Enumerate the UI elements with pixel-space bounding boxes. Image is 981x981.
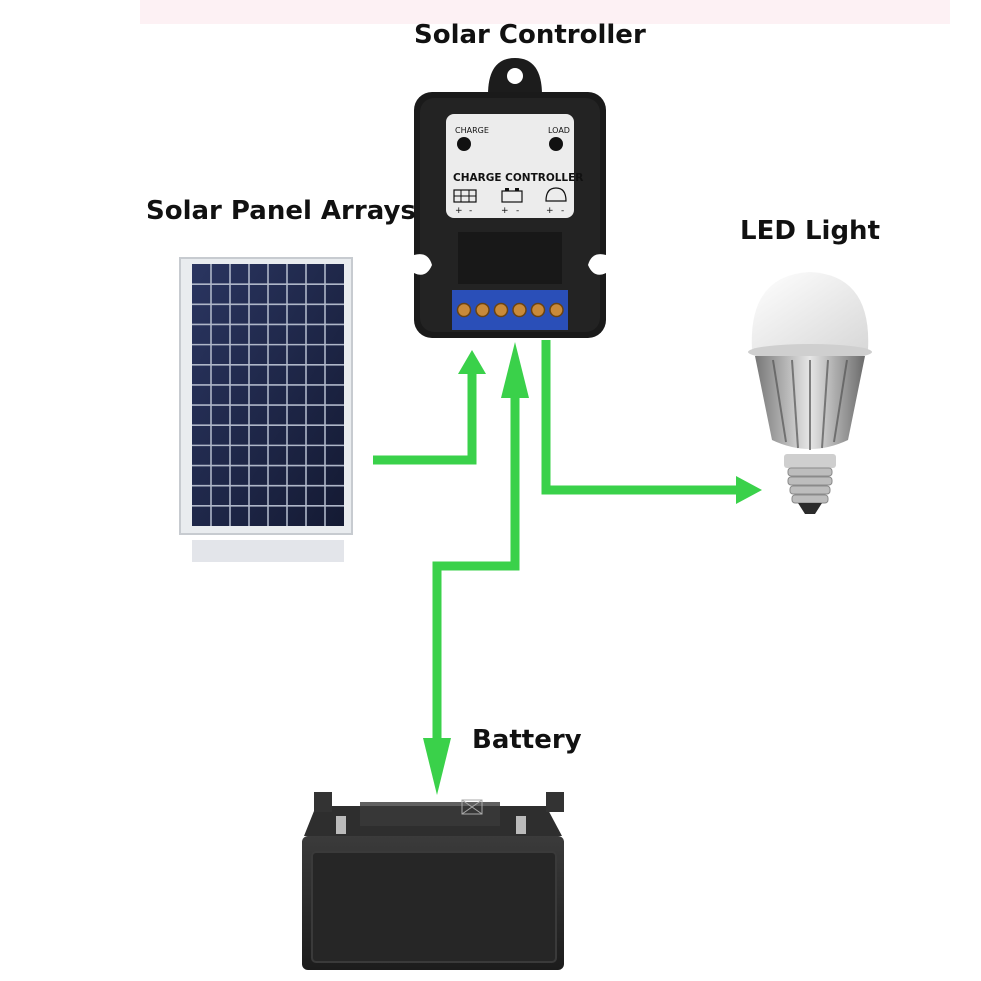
charge-controller-icon: CHARGE LOAD CHARGE CONTROLLER + - + - + … [414, 58, 606, 338]
solar-controller-label: Solar Controller [414, 20, 646, 50]
controller-to-led-line [541, 340, 740, 495]
load-led-label: LOAD [548, 126, 570, 135]
arrow-up-battery-icon [501, 342, 529, 398]
arrow-down-battery-icon [423, 738, 451, 795]
top-haze [140, 0, 950, 24]
battery-controller-line [432, 380, 520, 740]
solar-panel-arrays-label: Solar Panel Arrays [146, 196, 416, 226]
terminal-screw [475, 302, 490, 318]
panel-minus: - [469, 206, 472, 216]
controller-face-title: CHARGE CONTROLLER [453, 172, 583, 184]
lamp-symbol-icon [545, 187, 567, 202]
battery-symbol-icon [501, 190, 523, 203]
terminal-screw [512, 302, 527, 318]
load-minus: - [561, 206, 564, 216]
led-light-label: LED Light [740, 216, 880, 246]
panel-to-controller-line [373, 370, 477, 465]
led-bulb-icon [748, 272, 872, 514]
flow-arrows [373, 340, 740, 740]
terminal-screw [493, 302, 509, 318]
battery-plus: + [501, 206, 509, 216]
battery-minus: - [516, 206, 519, 216]
battery-icon [302, 792, 564, 970]
arrow-right-led-icon [736, 476, 762, 504]
panel-plus: + [455, 206, 463, 216]
terminal-screw [530, 302, 546, 318]
charge-led-label: CHARGE [455, 126, 489, 135]
battery-label: Battery [472, 725, 582, 755]
terminal-screw [456, 302, 472, 318]
terminal-screw [549, 302, 564, 318]
solar-panel-icon [179, 257, 353, 562]
arrow-up-panel-icon [458, 350, 486, 374]
terminal-block [452, 290, 568, 330]
load-plus: + [546, 206, 554, 216]
